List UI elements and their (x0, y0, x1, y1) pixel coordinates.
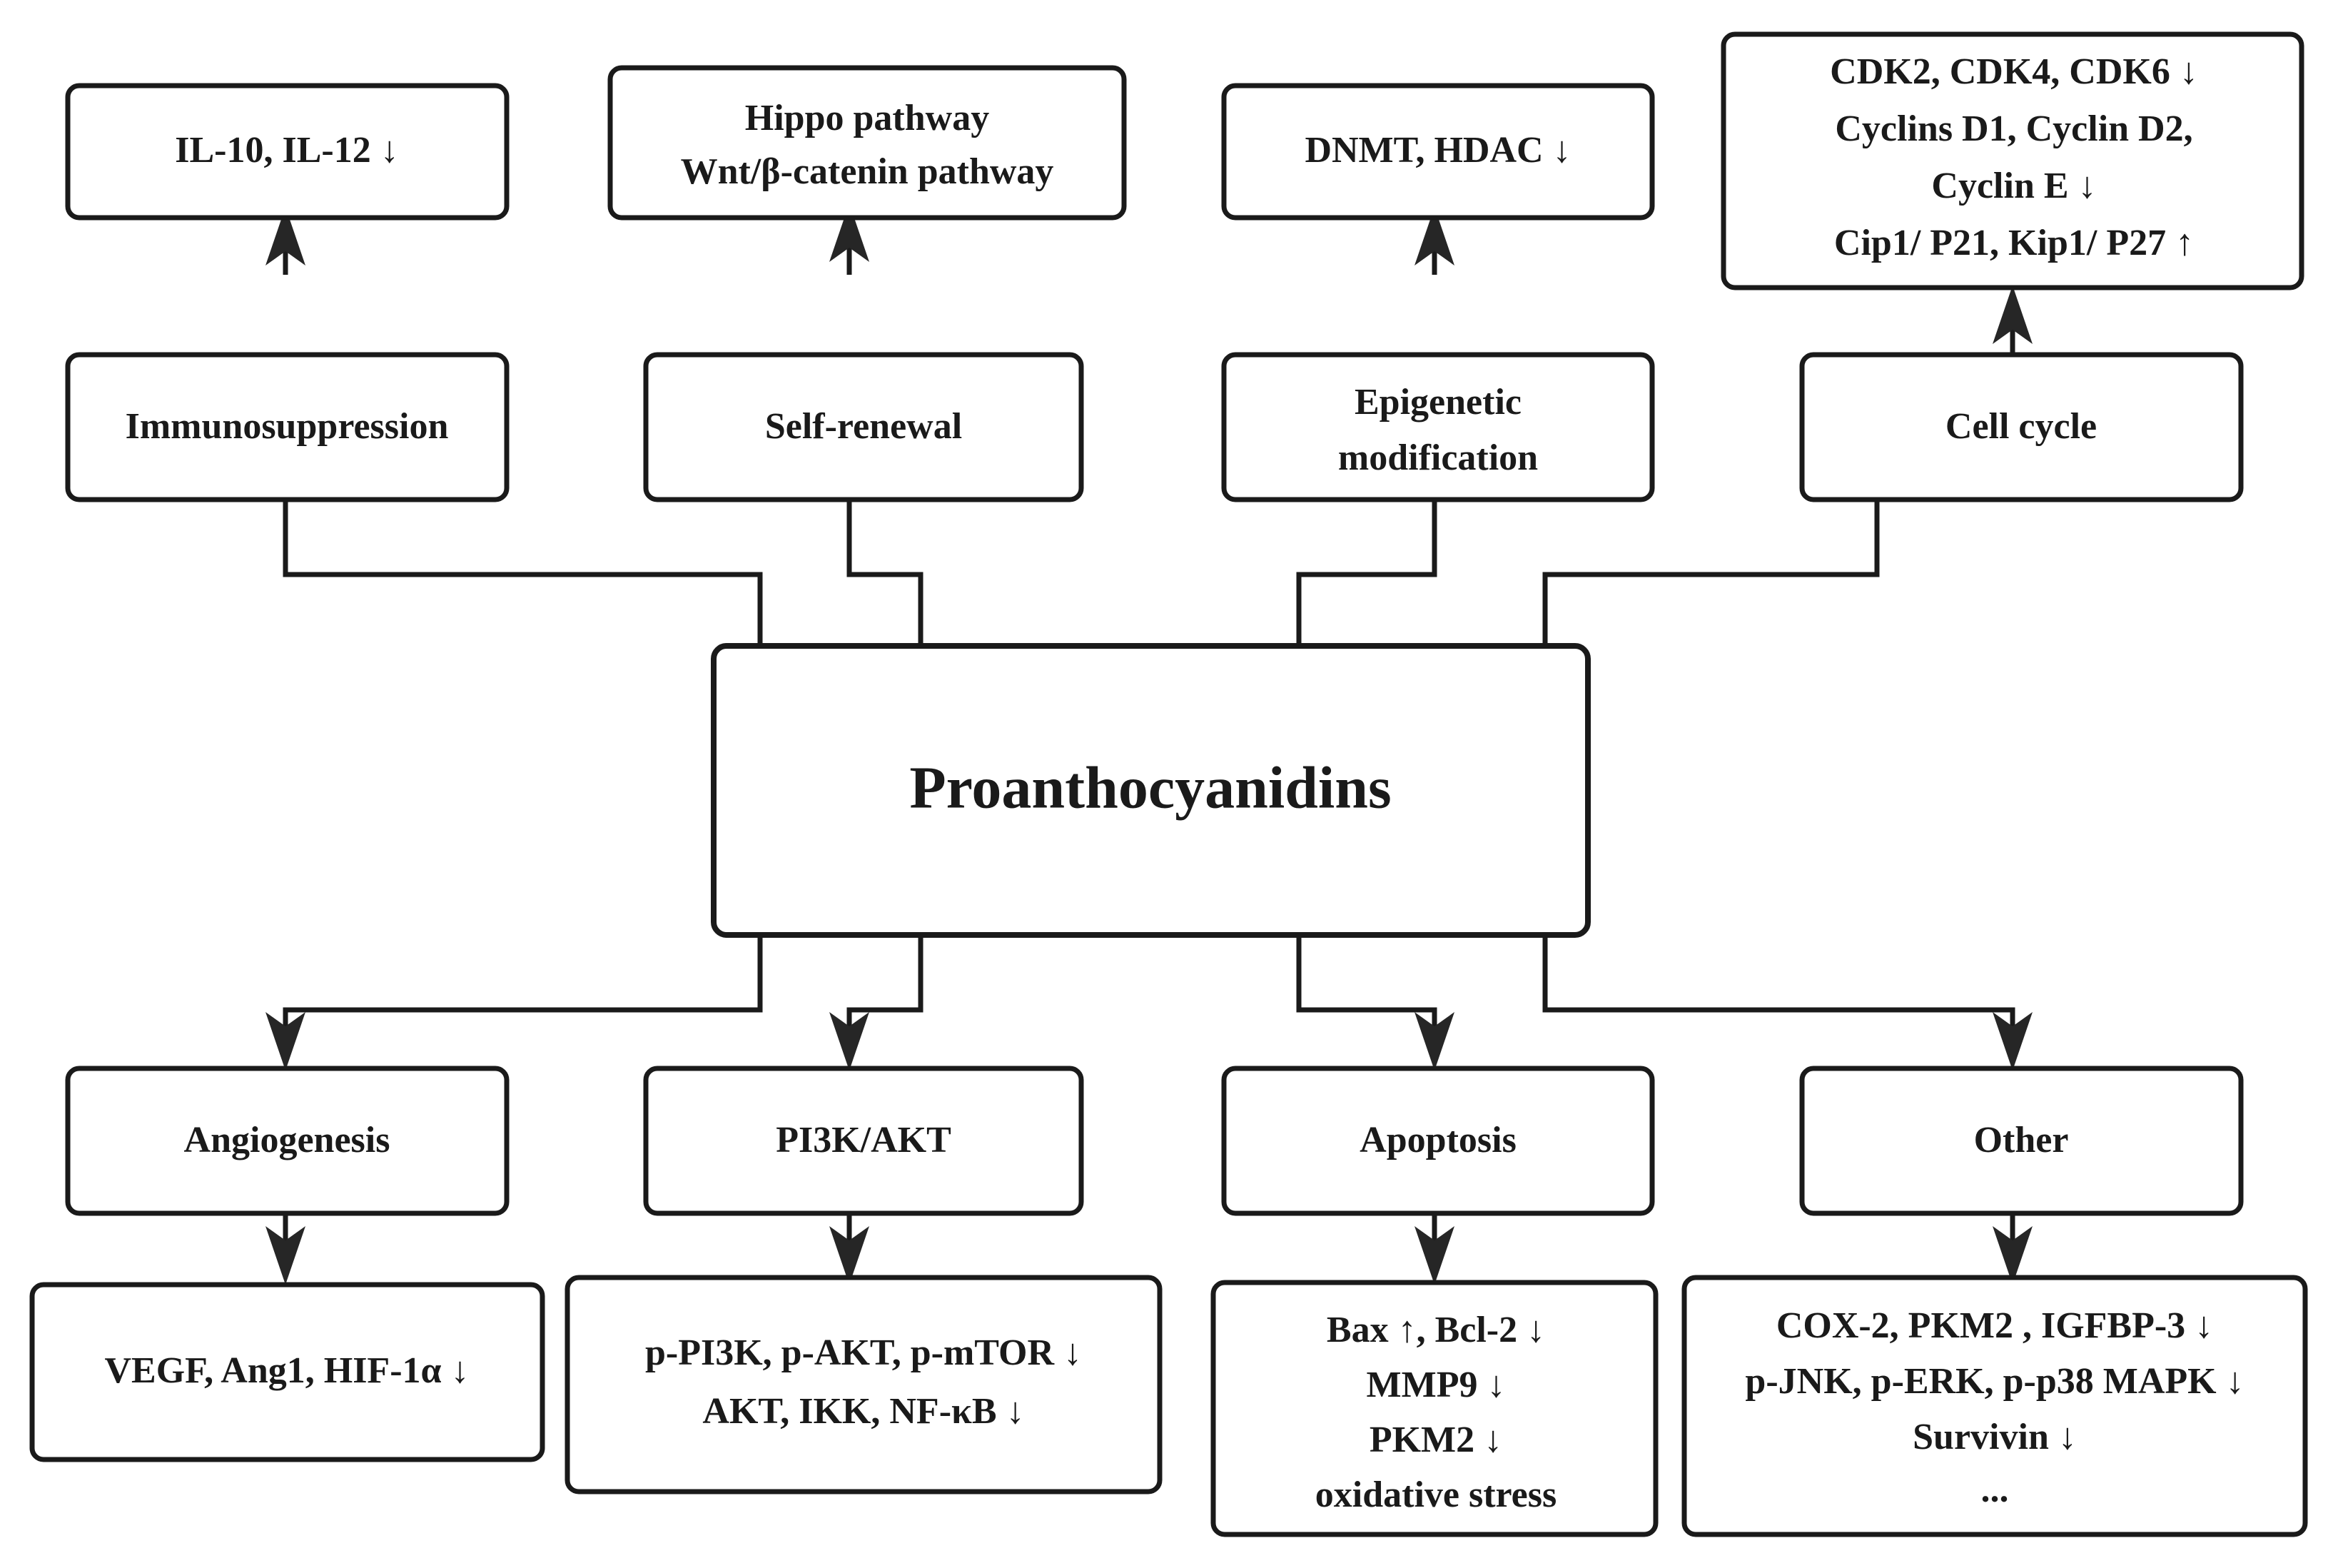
angiogenesis-rect (65, 1066, 510, 1216)
other-detail-rect (1681, 1275, 2308, 1537)
epigenetic-rect (1221, 352, 1655, 502)
epigenetic-label-line1: Epigenetic (1355, 382, 1522, 423)
node-other-detail-box[interactable]: COX-2, PKM2 , IGFBP-3 ↓ p-JNK, p-ERK, p-… (1681, 1275, 2308, 1537)
cdk-box-line4: Cip1/ P21, Kip1/ P27 ↑ (1834, 223, 2194, 263)
apoptosis-detail-line4: oxidative stress (1315, 1475, 1557, 1515)
apoptosis-label: Apoptosis (1360, 1120, 1517, 1160)
immunosuppression-label: Immunosuppression (126, 406, 449, 447)
node-center-proanthocyanidins[interactable]: Proanthocyanidins (711, 643, 1591, 938)
arrowhead-angiogenesis (265, 1012, 305, 1071)
pi3k-akt-label: PI3K/AKT (776, 1120, 951, 1160)
connector-center-to-pi3k (846, 935, 923, 1028)
arrowhead-pi3k-detail (829, 1226, 869, 1285)
node-pi3k-akt[interactable]: PI3K/AKT (643, 1066, 1084, 1216)
connector-center-to-angiogenesis (283, 935, 763, 1028)
node-hippo-box[interactable]: Hippo pathway Wnt/β-catenin pathway (607, 65, 1127, 221)
node-immunosuppression[interactable]: Immunosuppression (65, 352, 510, 502)
apoptosis-rect (1221, 1066, 1655, 1216)
arrowhead-other-detail (1993, 1226, 2033, 1285)
arrowhead-other (1993, 1012, 2033, 1071)
cdk-box-line3: Cyclin E ↓ (1931, 166, 2096, 206)
il-box-rect (65, 83, 510, 221)
cell-cycle-rect (1799, 352, 2244, 502)
pi3k-detail-rect (565, 1275, 1163, 1494)
node-apoptosis-detail-box[interactable]: Bax ↑, Bcl-2 ↓ MMP9 ↓ PKM2 ↓ oxidative s… (1210, 1280, 1659, 1537)
immunosuppression-rect (65, 352, 510, 502)
hippo-box-line1: Hippo pathway (745, 98, 989, 138)
center-title: Proanthocyanidins (909, 754, 1391, 821)
angiogenesis-label: Angiogenesis (184, 1120, 390, 1160)
arrowhead-dnmt-box (1415, 207, 1454, 265)
node-dnmt-box[interactable]: DNMT, HDAC ↓ (1221, 83, 1655, 221)
connector-center-to-apoptosis (1296, 935, 1437, 1028)
hippo-box-line2: Wnt/β-catenin pathway (681, 151, 1054, 192)
epigenetic-label-line2: modification (1338, 437, 1538, 478)
node-vegf-box[interactable]: VEGF, Ang1, HIF-1α ↓ (29, 1282, 545, 1462)
apoptosis-detail-line2: MMP9 ↓ (1367, 1365, 1506, 1405)
connector-center-to-other (1542, 935, 2015, 1028)
pi3k-detail-line1: p-PI3K, p-AKT, p-mTOR ↓ (645, 1332, 1082, 1373)
center-rect (711, 643, 1591, 938)
node-pi3k-detail-box[interactable]: p-PI3K, p-AKT, p-mTOR ↓ AKT, IKK, NF-κB … (565, 1275, 1163, 1494)
arrowhead-pi3k (829, 1012, 869, 1071)
dnmt-box-label: DNMT, HDAC ↓ (1305, 130, 1571, 171)
cdk-box-rect (1721, 31, 2304, 290)
vegf-box-label: VEGF, Ang1, HIF-1α ↓ (104, 1350, 469, 1391)
arrowhead-cdk-box (1993, 285, 2033, 344)
pi3k-detail-line2: AKT, IKK, NF-κB ↓ (702, 1391, 1024, 1432)
self-renewal-label: Self-renewal (765, 406, 962, 447)
apoptosis-detail-rect (1210, 1280, 1659, 1537)
arrowhead-il-box (265, 207, 305, 265)
cell-cycle-label: Cell cycle (1945, 406, 2097, 447)
cdk-box-line2: Cyclins D1, Cyclin D2, (1835, 108, 2192, 149)
other-label: Other (1974, 1120, 2069, 1160)
apoptosis-detail-line1: Bax ↑, Bcl-2 ↓ (1327, 1310, 1545, 1350)
apoptosis-detail-line3: PKM2 ↓ (1370, 1420, 1502, 1460)
other-detail-line1: COX-2, PKM2 , IGFBP-3 ↓ (1776, 1305, 2213, 1346)
other-detail-line4: ... (1981, 1470, 2009, 1510)
node-other[interactable]: Other (1799, 1066, 2244, 1216)
cdk-box-line1: CDK2, CDK4, CDK6 ↓ (1830, 51, 2198, 92)
hippo-box-rect (607, 65, 1127, 221)
node-il-box[interactable]: IL-10, IL-12 ↓ (65, 83, 510, 221)
other-rect (1799, 1066, 2244, 1216)
vegf-box-rect (29, 1282, 545, 1462)
pi3k-akt-rect (643, 1066, 1084, 1216)
arrowhead-apoptosis (1415, 1012, 1454, 1071)
other-detail-line2: p-JNK, p-ERK, p-p38 MAPK ↓ (1745, 1361, 2244, 1402)
arrowhead-apoptosis-detail (1415, 1226, 1454, 1285)
node-epigenetic-modification[interactable]: Epigenetic modification (1221, 352, 1655, 502)
self-renewal-rect (643, 352, 1084, 502)
node-cdk-box[interactable]: CDK2, CDK4, CDK6 ↓ Cyclins D1, Cyclin D2… (1721, 31, 2304, 290)
node-apoptosis[interactable]: Apoptosis (1221, 1066, 1655, 1216)
arrowhead-vegf-box (265, 1226, 305, 1285)
node-cell-cycle[interactable]: Cell cycle (1799, 352, 2244, 502)
dnmt-box-rect (1221, 83, 1655, 221)
node-self-renewal[interactable]: Self-renewal (643, 352, 1084, 502)
il-box-label: IL-10, IL-12 ↓ (175, 130, 398, 171)
node-angiogenesis[interactable]: Angiogenesis (65, 1066, 510, 1216)
arrowhead-hippo-box (829, 203, 869, 262)
other-detail-line3: Survivin ↓ (1913, 1417, 2077, 1457)
